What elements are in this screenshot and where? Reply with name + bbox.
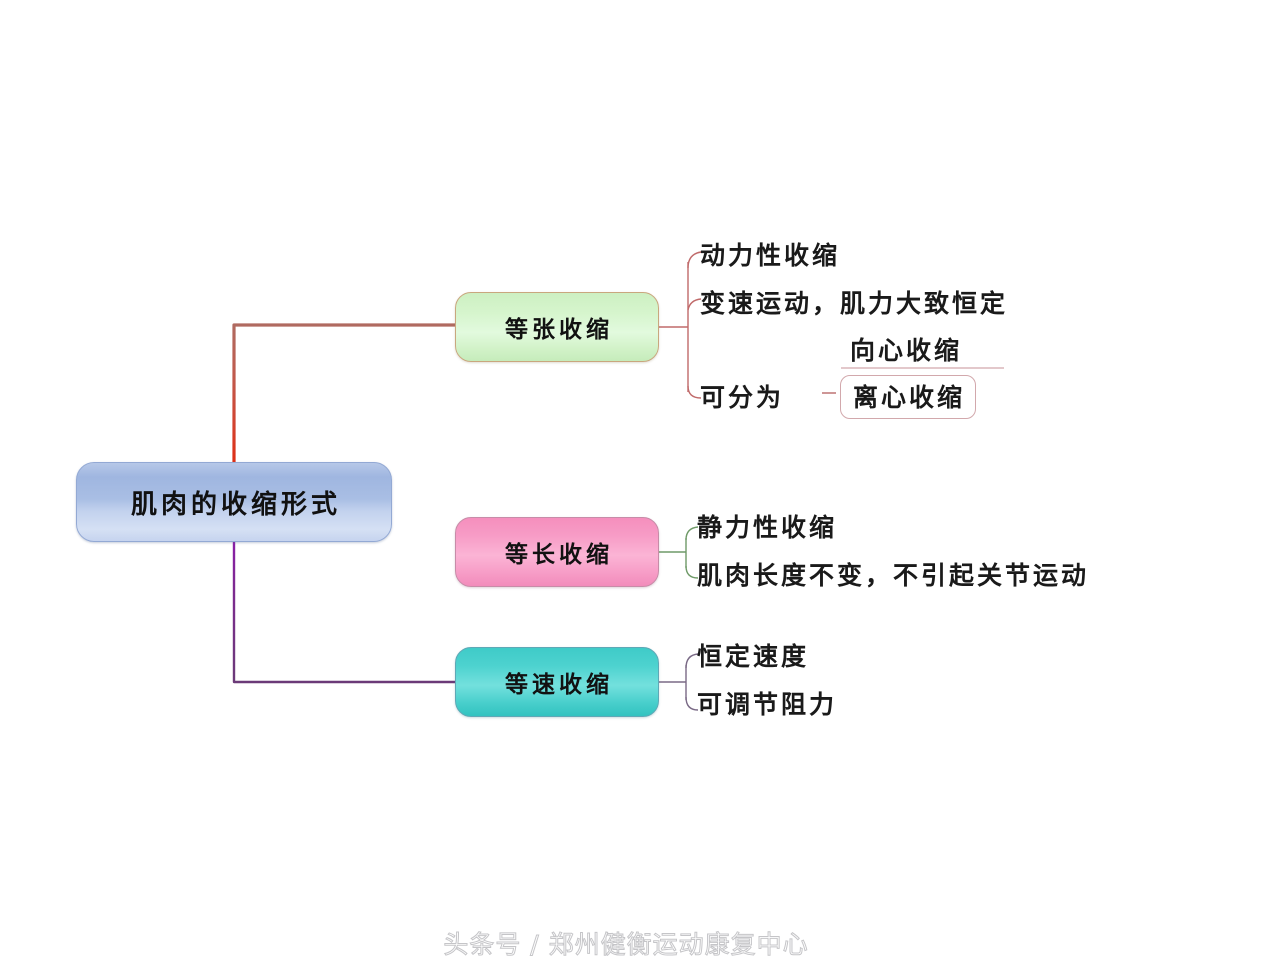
leaf-eccentric: 离心收缩	[840, 375, 977, 419]
watermark-text: 头条号 / 郑州健衡运动康复中心	[443, 930, 809, 960]
root-node[interactable]: 肌肉的收缩形式	[76, 462, 392, 542]
branch-node-isokinetic[interactable]: 等速收缩	[455, 647, 659, 717]
leaf-isotonic-1: 动力性收缩	[700, 241, 841, 270]
leaf-isotonic-3: 可分为	[700, 383, 785, 412]
leaf-isometric-2: 肌肉长度不变，不引起关节运动	[697, 561, 1090, 590]
branch-node-isometric[interactable]: 等长收缩	[455, 517, 659, 587]
leaf-isokinetic-1: 恒定速度	[697, 642, 810, 671]
connector-root-to-isotonic	[232, 323, 457, 472]
branch-node-isotonic[interactable]: 等张收缩	[455, 292, 659, 362]
leaf-isotonic-2: 变速运动，肌力大致恒定	[700, 289, 1009, 318]
leaf-concentric: 向心收缩	[850, 336, 963, 365]
connector-root-to-isokinetic	[232, 538, 457, 684]
leaf-isometric-1: 静力性收缩	[697, 513, 838, 542]
leaf-isokinetic-2: 可调节阻力	[697, 690, 838, 719]
